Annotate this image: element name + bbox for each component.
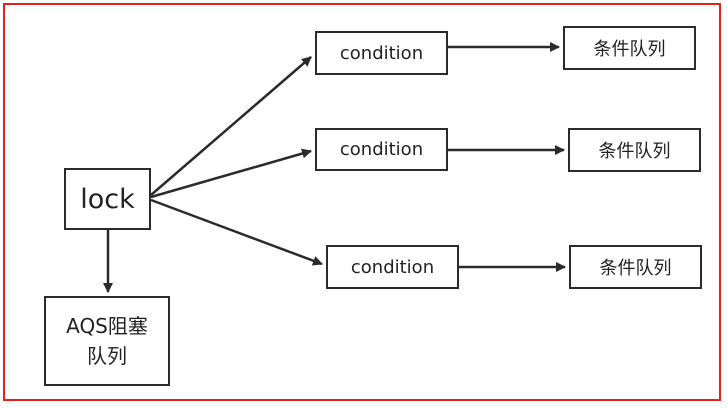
condition-node-3-label: condition [350, 256, 435, 278]
aqs-node-label-line-2: 队列 [87, 344, 127, 368]
condition-queue-node-1-label: 条件队列 [593, 39, 666, 60]
lock-node: lock [64, 168, 151, 230]
aqs-blocking-queue-node: AQS阻塞 队列 [44, 296, 170, 386]
condition-node-2-label: condition [339, 139, 424, 160]
diagram-frame [3, 3, 721, 401]
condition-queue-node-3: 条件队列 [569, 245, 702, 289]
condition-queue-node-2: 条件队列 [568, 128, 701, 172]
condition-queue-node-2-label: 条件队列 [598, 141, 671, 162]
condition-node-2: condition [315, 128, 448, 171]
condition-node-1: condition [315, 31, 448, 75]
condition-node-3: condition [326, 245, 459, 289]
condition-queue-node-1: 条件队列 [563, 26, 696, 70]
lock-node-label: lock [80, 183, 135, 215]
aqs-node-label-line-1: AQS阻塞 [66, 314, 148, 338]
condition-queue-node-3-label: 条件队列 [599, 258, 672, 279]
condition-node-1-label: condition [339, 42, 424, 64]
